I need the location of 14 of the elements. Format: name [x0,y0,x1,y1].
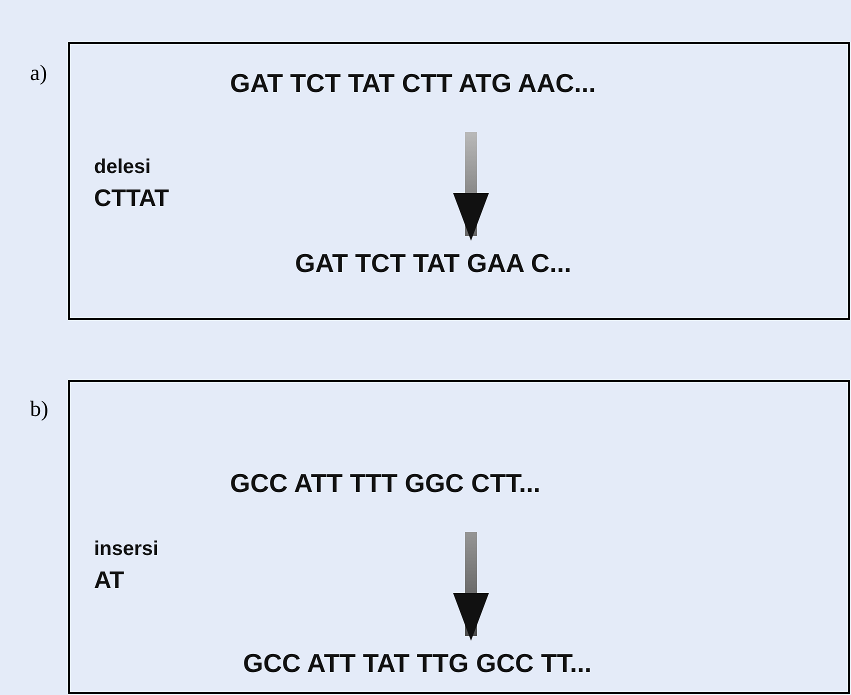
mutation-label: CTTAT [94,184,170,214]
mutation-label: AT [94,566,126,596]
panel-box [68,380,850,694]
panel-box [68,42,850,320]
dna-sequence: GAT TCT TAT GAA C... [295,247,572,280]
dna-sequence: GAT TCT TAT CTT ATG AAC... [230,67,596,100]
down-arrow [453,132,489,241]
panel-label: b) [30,398,48,420]
dna-sequence: GCC ATT TAT TTG GCC TT... [243,647,592,680]
mutation-label: insersi [94,537,158,562]
dna-sequence: GCC ATT TTT GGC CTT... [230,467,541,500]
down-arrow [453,532,489,641]
panel-label: a) [30,62,48,84]
mutation-label: delesi [94,155,152,180]
